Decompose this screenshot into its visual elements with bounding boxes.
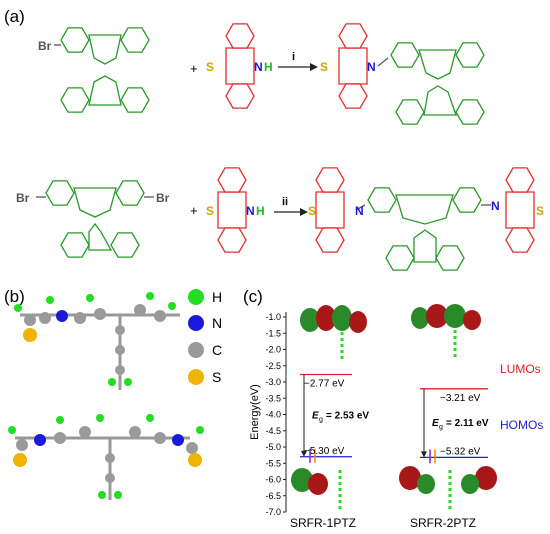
homo-energy-value: −5.30 eV <box>304 446 345 457</box>
legend-c-sphere <box>188 342 204 358</box>
s-atom-label: S <box>206 60 214 74</box>
y-tick-label: -3.5 <box>265 393 281 403</box>
gap-arrow-head <box>301 450 307 457</box>
homo-orbital-1ptz <box>291 468 342 510</box>
y-tick-label: -1.0 <box>265 312 281 322</box>
panel-c-label: (c) <box>243 287 263 306</box>
product-2-n-left: N <box>355 204 364 218</box>
lumo-legend-label: LUMOs <box>500 362 541 376</box>
legend-h-sphere <box>188 289 204 305</box>
y-tick-label: -6.0 <box>265 475 281 485</box>
gap-value: = 2.11 eV <box>446 418 489 429</box>
gap-subscript: g <box>319 417 323 424</box>
gap-subscript: g <box>439 424 443 431</box>
gap-arrow-head <box>421 451 427 458</box>
phenothiazine-reactant-2 <box>217 167 247 253</box>
reaction-arrow-1-head <box>310 63 318 71</box>
ball-stick-model-1ptz <box>14 292 180 390</box>
y-tick-label: -4.0 <box>265 410 281 420</box>
h-atom-label-2: H <box>256 204 265 218</box>
y-tick-label: -2.5 <box>265 361 281 371</box>
n-atom-label-2: N <box>246 204 255 218</box>
s-atom-label-2: S <box>206 204 214 218</box>
homo-legend-label: HOMOs <box>500 418 543 432</box>
y-tick-label: -5.5 <box>265 458 281 468</box>
product-2-s-left: S <box>308 204 316 218</box>
phenothiazine-reactant-1 <box>225 23 255 109</box>
lumo-energy-value: −2.77 eV <box>304 379 345 390</box>
homo-orbital-2ptz <box>399 466 497 510</box>
plus-sign-2: + <box>190 203 198 218</box>
energy-axis-ticks: -1.0 -1.5 -2.0 -2.5 -3.0 -3.5 -4.0 -4.5 -5.0 -5.5… <box>265 312 286 517</box>
panel-a-label: (a) <box>4 7 25 26</box>
gap-symbol: E <box>312 411 319 422</box>
y-tick-label: -3.0 <box>265 377 281 387</box>
br-right-label: Br <box>156 191 170 205</box>
product-1-s-label: S <box>320 60 328 74</box>
lumo-energy-value: −3.21 eV <box>440 393 481 404</box>
gap-symbol: E <box>432 418 439 429</box>
reaction-2-condition: ii <box>282 196 288 208</box>
y-tick-label: -5.0 <box>265 442 281 452</box>
homo-energy-value: −5.32 eV <box>440 446 481 457</box>
reaction-1-condition: i <box>292 51 295 63</box>
lumo-orbital-2ptz <box>411 304 481 358</box>
br-atom-label: Br <box>38 39 52 53</box>
legend-s-label: S <box>212 369 221 385</box>
molecule-name-1: SRFR-1PTZ <box>290 516 356 530</box>
dibromo-spirobifluorene-reactant <box>36 180 154 258</box>
plus-sign-1: + <box>190 61 198 76</box>
reaction-arrow-2-head <box>300 208 308 216</box>
product-2-n-right: N <box>491 199 500 213</box>
h-atom-label: H <box>264 60 273 74</box>
y-tick-label: -7.0 <box>265 507 281 517</box>
legend-n-sphere <box>188 315 204 331</box>
product-1-n-label: N <box>367 60 376 74</box>
y-tick-label: -2.0 <box>265 345 281 355</box>
lumo-orbital-1ptz <box>300 305 367 360</box>
panel-b-label: (b) <box>4 287 25 306</box>
molecule-name-2: SRFR-2PTZ <box>410 516 476 530</box>
legend-c-label: C <box>212 342 222 358</box>
y-tick-label: -6.5 <box>265 491 281 501</box>
atom-legend: H N C S <box>188 289 222 385</box>
y-tick-label: -1.5 <box>265 328 281 338</box>
gap-value: = 2.53 eV <box>326 411 369 422</box>
br-left-label: Br <box>16 191 30 205</box>
product-srfr-2ptz <box>315 167 535 271</box>
spirobifluorene-reactant-1 <box>54 27 150 113</box>
y-tick-label: -4.5 <box>265 426 281 436</box>
product-srfr-1ptz <box>338 23 485 125</box>
n-atom-label: N <box>254 60 263 74</box>
legend-h-label: H <box>212 289 222 305</box>
ball-stick-model-2ptz <box>8 414 204 500</box>
energy-axis-label: Energy(eV) <box>249 384 261 440</box>
legend-n-label: N <box>212 315 222 331</box>
legend-s-sphere <box>188 369 204 385</box>
product-2-s-right: S <box>536 204 544 218</box>
